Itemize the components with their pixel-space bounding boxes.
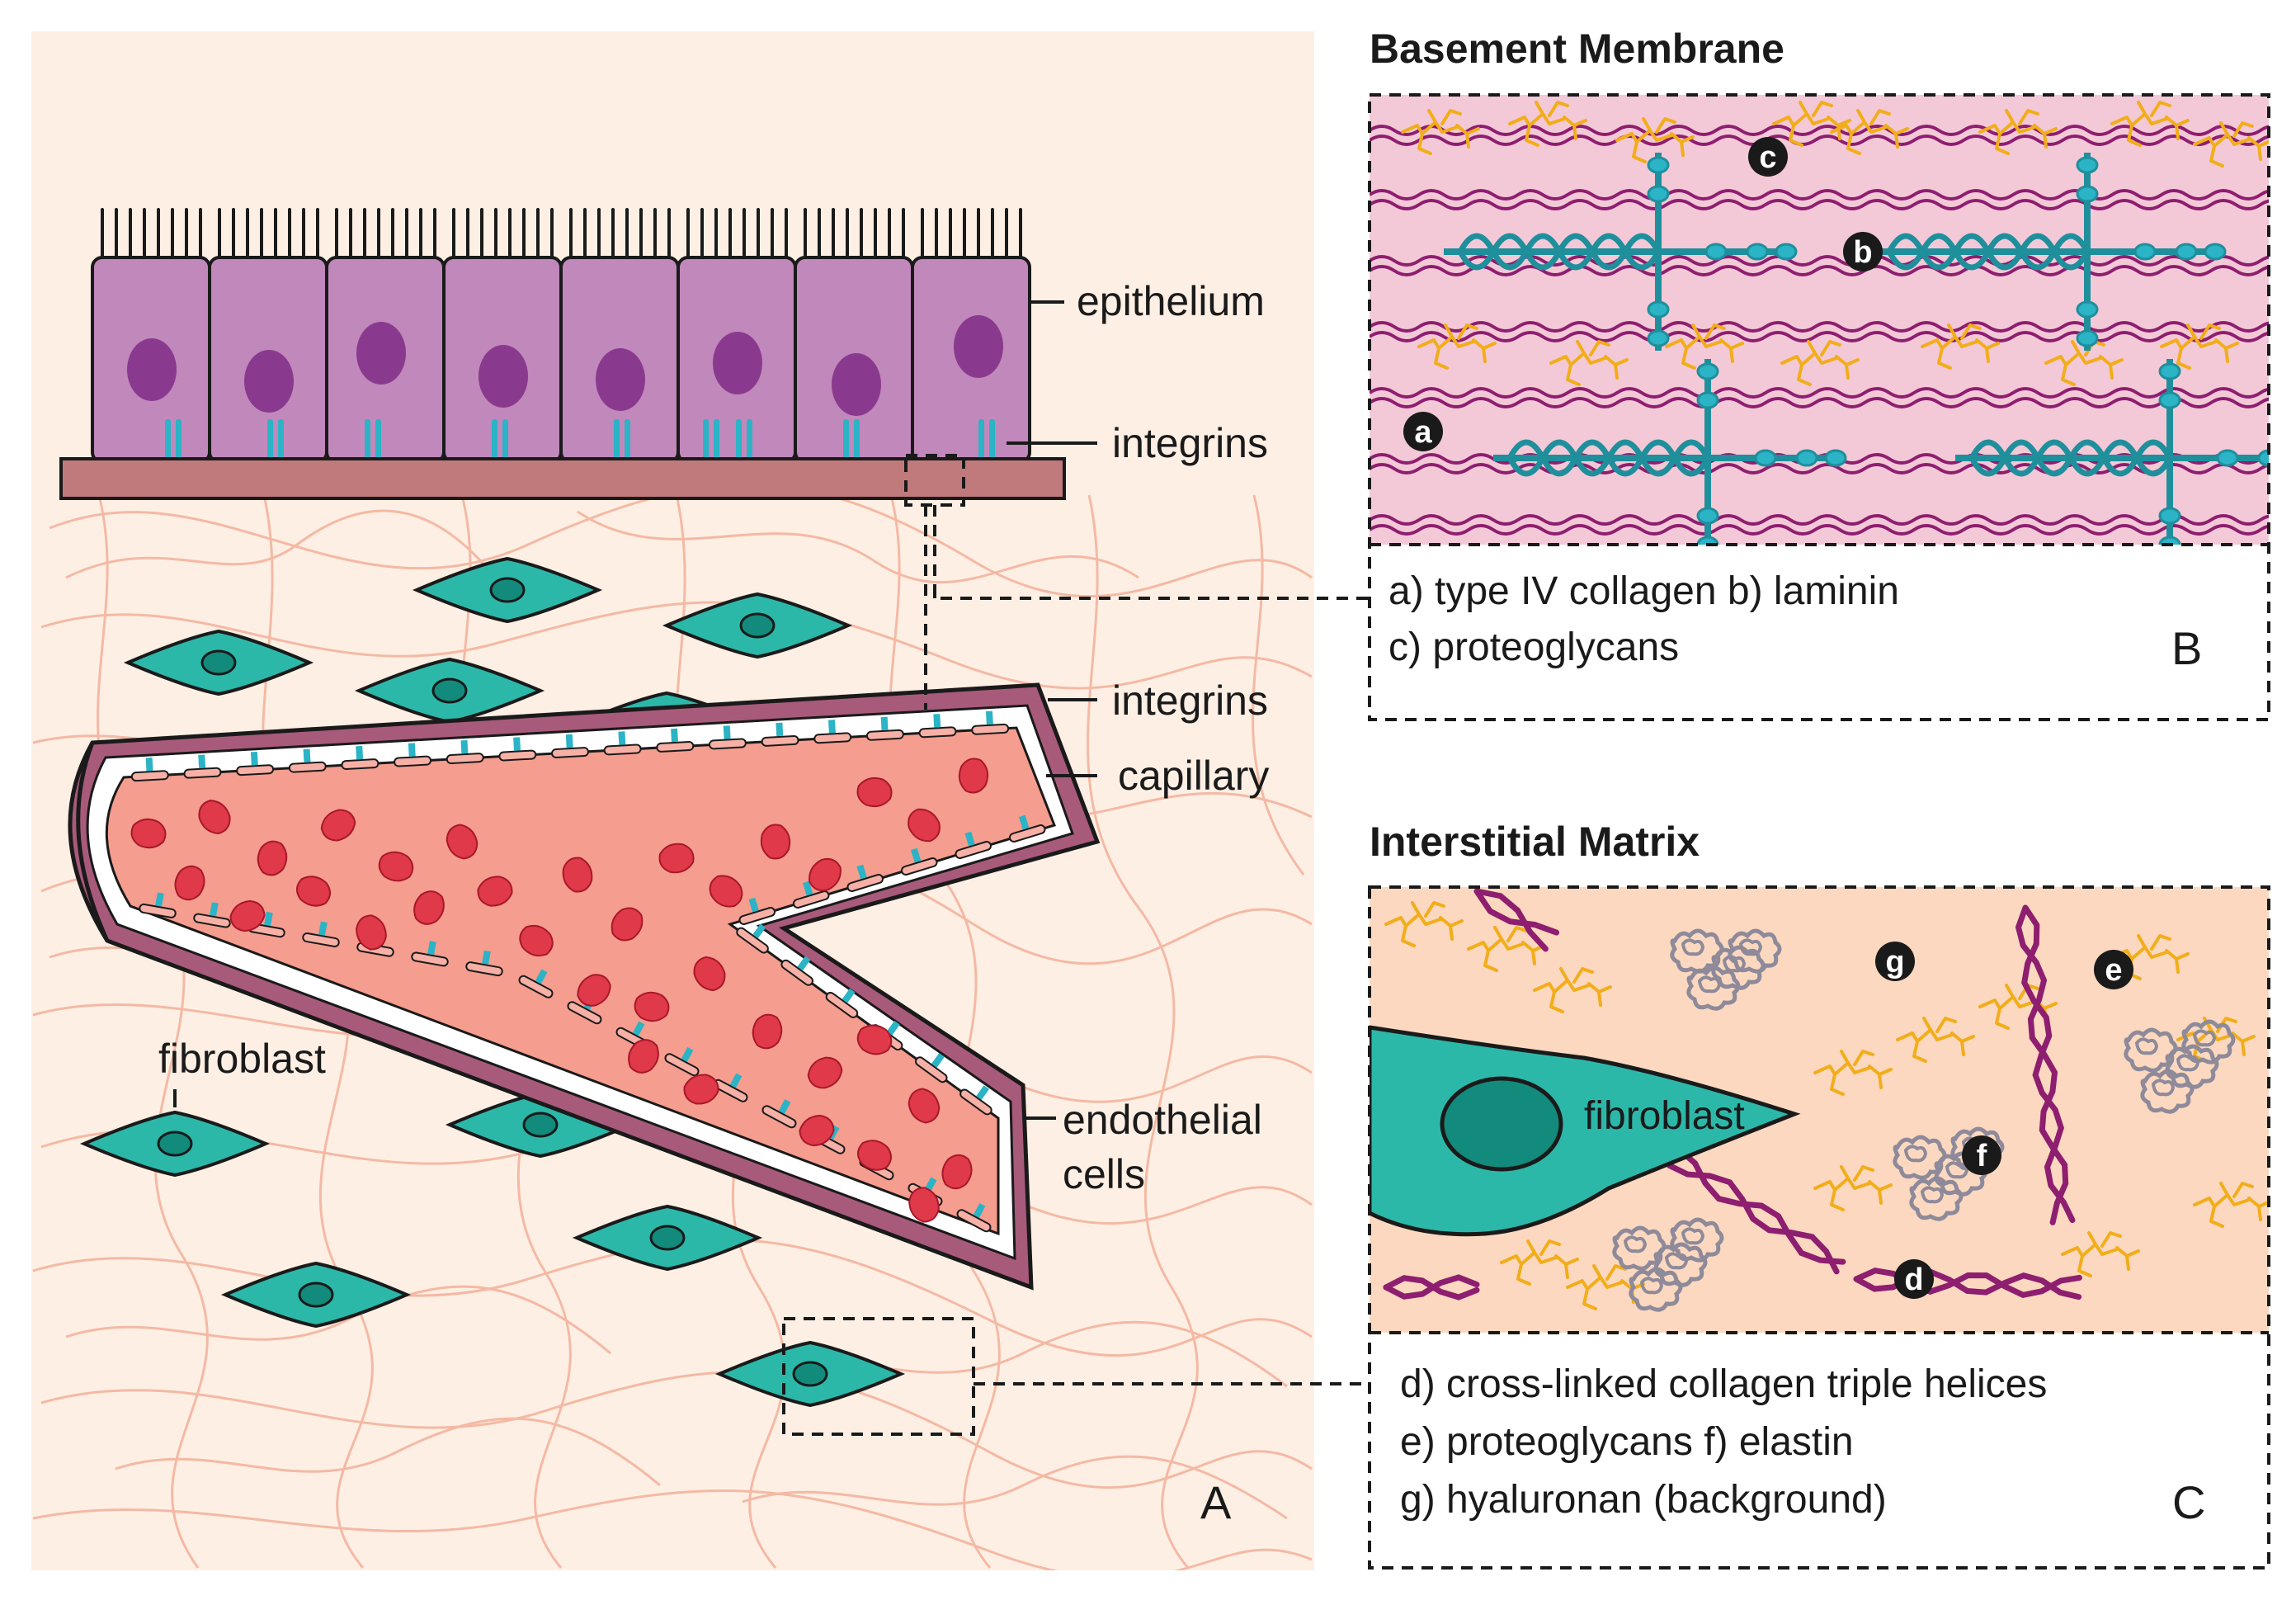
panel-b-title: Basement Membrane [1370,26,1784,72]
label-fibroblast-large: fibroblast [1584,1094,1745,1138]
legend-b-line2: c) proteoglycans [1388,625,1679,669]
callout-line-b [933,505,1370,600]
epithelial-cell [91,256,211,464]
panel-a: epithelium integrins integrins capillary… [31,31,1370,1570]
legend-c-line3: g) hyaluronan (background) [1400,1478,1887,1522]
svg-text:d: d [1904,1263,1923,1297]
epithelium-cells [91,256,1031,464]
panel-c-title: Interstitial Matrix [1370,819,1700,865]
collagen-triple-helices [1383,888,2082,1301]
panel-b: Basement Membrane a b c a) type IV colla… [1368,26,2270,721]
badge-e: e [2094,950,2133,989]
svg-text:a: a [1414,415,1432,450]
label-integrins-capillary: integrins [1112,677,1268,724]
leader-lines [173,300,1097,1120]
epithelial-cell [794,256,914,464]
panel-c: Interstitial Matrix [1368,819,2270,1570]
badge-c: c [1748,137,1788,177]
epithelial-cell [559,256,680,464]
legend-b-line1: a) type IV collagen b) laminin [1388,569,1899,613]
label-capillary: capillary [1118,753,1269,799]
basement-membrane-band [59,457,1066,500]
panel-b-frame [1368,93,2270,721]
svg-text:b: b [1853,235,1872,270]
capillary [68,682,1101,1291]
badge-a: a [1403,412,1443,451]
capillary-lumen [105,726,1056,1236]
panel-c-frame [1368,885,2270,1570]
label-endothelial-cells: cells [1063,1151,1145,1197]
microvilli [101,208,1022,259]
callout-box-interstitial [782,1317,975,1436]
panel-letter-b: B [2171,622,2202,674]
svg-text:g: g [1885,945,1904,980]
label-integrins-top: integrins [1112,420,1268,466]
badge-g: g [1875,942,1915,981]
basement-membrane-contents [1370,101,2269,545]
interstitial-matrix-contents [1370,888,2269,1310]
laminin-molecules [1444,153,2269,545]
label-epithelium: epithelium [1077,278,1265,324]
legend-c-line1: d) cross-linked collagen triple helices [1400,1362,2047,1406]
panel-letter-c: C [2172,1476,2205,1528]
label-endothelial: endothelial [1063,1097,1262,1143]
badge-b: b [1843,232,1883,271]
badge-f: f [1962,1135,2001,1175]
epithelial-cell [325,256,446,464]
epithelial-cell [208,256,328,464]
panel-letter-a: A [1200,1476,1232,1528]
epithelial-cell [442,256,563,464]
label-fibroblast: fibroblast [158,1036,326,1082]
svg-text:e: e [2105,953,2122,988]
callout-box-basement [904,454,965,507]
basement-membrane-view [1370,95,2269,545]
badge-d: d [1894,1259,1934,1299]
epithelial-cell [911,256,1031,464]
legend-c-line2: e) proteoglycans f) elastin [1400,1420,1854,1464]
svg-text:c: c [1759,140,1776,175]
svg-text:f: f [1977,1139,1987,1173]
large-fibroblast [1370,1025,1801,1237]
